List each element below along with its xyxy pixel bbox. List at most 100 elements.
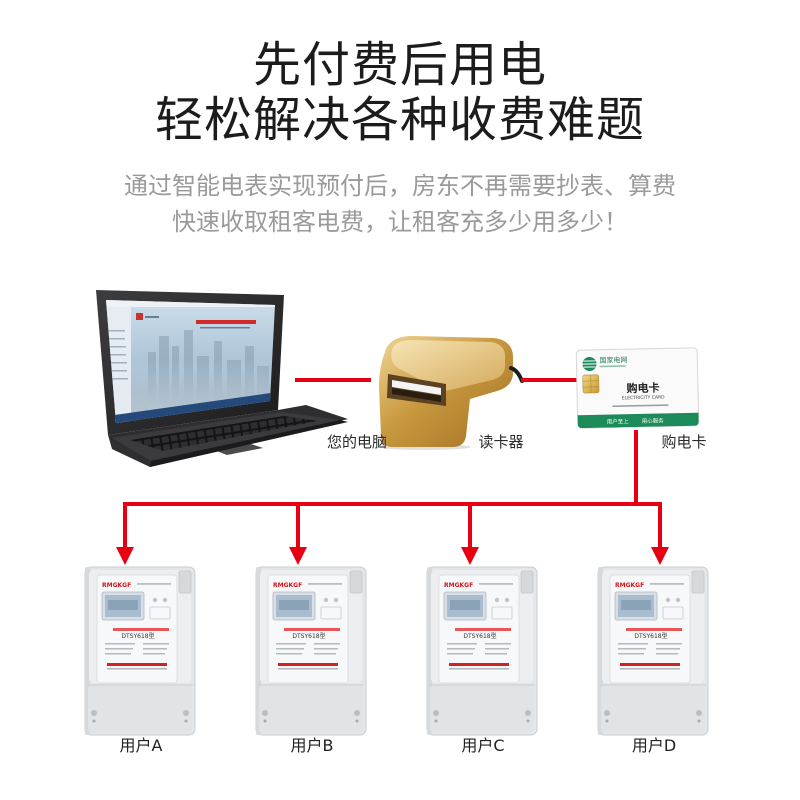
screen-menu-line xyxy=(112,378,128,380)
meter-ir-port xyxy=(320,606,342,620)
meter-spec-line xyxy=(485,653,507,655)
screen-menu-line xyxy=(110,346,126,348)
state-grid-logo-stripes xyxy=(582,360,597,368)
meter-header-line xyxy=(650,583,684,585)
meter-spec-line xyxy=(314,653,336,655)
meter-hanging-tab xyxy=(349,570,363,594)
meter-red-caption xyxy=(113,628,169,631)
meter-terminal-cover xyxy=(430,686,534,732)
subtitle-line-1: 通过智能电表实现预付后，房东不再需要抄表、算费 xyxy=(124,172,676,200)
title-line-1: 先付费后用电 xyxy=(252,37,547,93)
card-title: 购电卡 xyxy=(626,381,659,396)
meter-brand: RMGKGF xyxy=(615,582,644,589)
meter-terminal-cover xyxy=(88,686,192,732)
meter-lcd-digits xyxy=(450,600,480,610)
meter-spec-line xyxy=(656,653,678,655)
meter-terminal-cover xyxy=(601,686,705,732)
card-chip-lines xyxy=(582,374,599,393)
meter-company-line xyxy=(620,663,680,666)
meter-spec-line xyxy=(105,648,133,650)
meter-spec-line xyxy=(143,643,169,645)
meter-screw-icon xyxy=(433,710,439,716)
meter-company-sub xyxy=(107,668,167,670)
meter-ir-port xyxy=(149,606,171,620)
meter-ir-port xyxy=(662,606,684,620)
meter-header-line xyxy=(137,583,171,585)
meter-screw-icon xyxy=(91,710,97,716)
meter-seal-dot xyxy=(184,719,188,723)
meter-hanging-tab xyxy=(178,570,192,594)
meter-brand: RMGKGF xyxy=(444,582,473,589)
meter-spec-line xyxy=(105,653,131,655)
card-label: 购电卡 xyxy=(661,433,706,451)
arrow-down-icon xyxy=(651,547,669,565)
reader-slot-gap xyxy=(392,388,441,402)
meter-red-caption xyxy=(284,628,340,631)
reader-top-face xyxy=(391,340,505,391)
meter-led-icon xyxy=(675,597,681,603)
user-label: 用户D xyxy=(632,736,676,755)
meter-header-line xyxy=(479,583,513,585)
meter-spec-line xyxy=(314,648,338,650)
laptop xyxy=(96,290,348,467)
meter-brand: RMGKGF xyxy=(273,582,302,589)
meter-screw-icon xyxy=(604,710,610,716)
meter-company-sub xyxy=(620,668,680,670)
laptop-front-edge xyxy=(150,420,348,467)
meter-spec-line xyxy=(618,653,644,655)
card-face: 国家电网 购电卡 ELECTRICITY CARD 用户至上 用心服务 xyxy=(577,355,699,429)
meter-spec-line xyxy=(447,653,473,655)
arrow-down-icon xyxy=(461,547,479,565)
distribution-lines xyxy=(123,430,662,551)
meter-company-line xyxy=(449,663,509,666)
arrow-down-icon xyxy=(289,547,307,565)
screen-logo-text xyxy=(145,316,159,318)
meter-screw-icon xyxy=(525,710,531,716)
screen-menu-line xyxy=(109,338,125,340)
meter-header-line xyxy=(308,583,342,585)
meter-company-sub xyxy=(278,668,338,670)
user-label: 用户B xyxy=(291,736,334,755)
meter-spec-line xyxy=(276,648,304,650)
meter-spec-line xyxy=(447,648,475,650)
meter-lcd-digits xyxy=(279,600,309,610)
meter-screw-icon xyxy=(696,710,702,716)
computer-label: 您的电脑 xyxy=(327,433,387,451)
meter-led-icon xyxy=(323,597,329,603)
card-brand: 国家电网 xyxy=(599,355,627,365)
screen-system-sub xyxy=(200,327,250,329)
meter-screw-icon xyxy=(262,710,268,716)
meter-lcd-digits xyxy=(621,600,651,610)
meter-row: RMGKGFDTSY618型用户ARMGKGFDTSY618型用户BRMGKGF… xyxy=(84,566,709,755)
arrow-down-icon xyxy=(116,547,134,565)
user-label: 用户C xyxy=(461,736,504,755)
meter-seal-dot xyxy=(263,719,267,723)
meter-seal-dot xyxy=(434,719,438,723)
meter-seal-dot xyxy=(605,719,609,723)
title-line-2: 轻松解决各种收费难题 xyxy=(154,92,645,148)
laptop-touchpad xyxy=(214,444,263,455)
meter-led-icon xyxy=(152,597,158,603)
meter-spec-line xyxy=(105,643,135,645)
meter-red-caption xyxy=(626,628,682,631)
meter-seal-dot xyxy=(526,719,530,723)
meter-model: DTSY618型 xyxy=(463,632,496,640)
card-notice-line xyxy=(612,404,669,408)
meter-company-sub xyxy=(449,668,509,670)
meter-lcd-digits xyxy=(108,600,138,610)
meter-spec-line xyxy=(143,653,165,655)
laptop-keyboard xyxy=(130,416,318,451)
reader-label: 读卡器 xyxy=(478,433,523,451)
meter-led-icon xyxy=(665,597,671,603)
meter-spec-line xyxy=(143,648,167,650)
meter-led-icon xyxy=(504,597,510,603)
screen-menu-line xyxy=(110,354,126,356)
connector-bus xyxy=(123,502,662,551)
card-footer-band xyxy=(577,412,699,429)
screen-left-menu xyxy=(109,330,128,380)
meter-spec-line xyxy=(618,643,648,645)
meter-company-line xyxy=(278,663,338,666)
